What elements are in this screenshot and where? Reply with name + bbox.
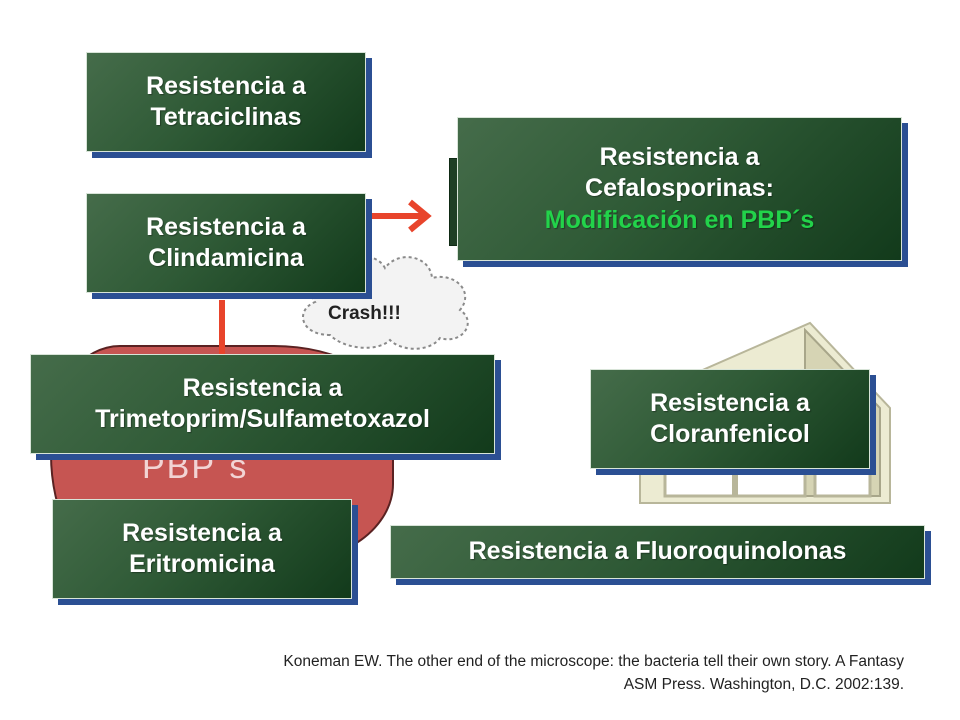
box-tetraciclinas-line2: Tetraciclinas <box>150 103 302 131</box>
box-trimetoprim-line1: Resistencia a <box>182 373 343 402</box>
box-cefalosporinas-line3: Modificación en PBP´s <box>544 205 815 234</box>
citation-line2: ASM Press. Washington, D.C. 2002:139. <box>623 676 904 694</box>
box-trimetoprim: Resistencia a Trimetoprim/Sulfametoxazol <box>30 354 495 454</box>
box-eritromicina: Resistencia a Eritromicina <box>52 499 352 599</box>
box-fluoroquinolonas: Resistencia a Fluoroquinolonas <box>390 525 925 579</box>
connector-line <box>219 300 225 360</box>
citation-line1: Koneman EW. The other end of the microsc… <box>283 653 904 670</box>
box-cefalosporinas-line1: Resistencia a <box>599 143 760 172</box>
box-cloranfenicol: Resistencia a Cloranfenicol <box>590 369 870 469</box>
pbp-background-text: PBP´s <box>142 448 249 486</box>
box-cefalosporinas: Resistencia a Cefalosporinas: Modificaci… <box>457 117 902 261</box>
box-eritromicina-line1: Resistencia a <box>122 518 282 547</box>
box-fluoroquinolonas-line1: Resistencia a Fluoroquinolonas <box>468 537 847 566</box>
box-clindamicina-line1: Resistencia a <box>146 212 306 241</box>
box-cloranfenicol-line1: Resistencia a <box>650 388 810 417</box>
box-tetraciclinas: Resistencia a Tetraciclinas <box>86 52 366 152</box>
box-cloranfenicol-line2: Cloranfenicol <box>650 420 810 448</box>
box-clindamicina: Resistencia a Clindamicina <box>86 193 366 293</box>
box-cefalosporinas-line2: Cefalosporinas: <box>585 174 774 203</box>
citation: Koneman EW. The other end of the microsc… <box>84 650 904 697</box>
box-eritromicina-line2: Eritromicina <box>129 550 275 578</box>
box-trimetoprim-line2: Trimetoprim/Sulfametoxazol <box>95 405 430 433</box>
crash-label: Crash!!! <box>328 303 401 324</box>
box-tetraciclinas-line1: Resistencia a <box>146 71 306 100</box>
box-clindamicina-line2: Clindamicina <box>148 244 304 272</box>
arrow-right-icon <box>357 199 432 233</box>
